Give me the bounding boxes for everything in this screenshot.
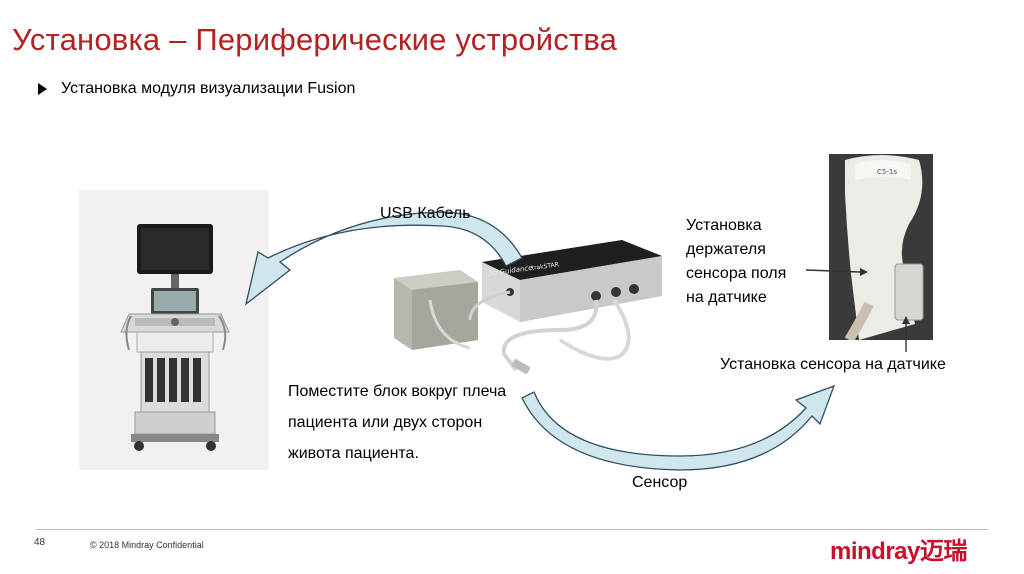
holder-install-label: Установка держателя сенсора поля на датч… [686,217,787,306]
bullet-item: Установка модуля визуализации Fusion [38,80,355,98]
curved-arrow-icon [244,211,523,306]
slide-title: Установка – Периферические устройства [12,22,618,57]
footer-divider [36,529,988,530]
ultrasound-system-image [79,190,269,470]
probe-with-sensor-image: C5-1s [829,154,933,340]
arrow-bullet-icon [38,83,47,95]
page-number: 48 [34,537,46,548]
field-generator-image [394,270,478,350]
pointer-arrow-icon [805,268,868,276]
usb-cable-label: USB Кабель [380,205,471,222]
device-model-text: trakSTAR [531,261,559,272]
copyright-text: © 2018 Mindray Confidential [90,540,204,550]
sensor-label: Сенсор [632,474,688,491]
pointer-arrow-icon [902,316,910,352]
curved-arrow-icon [521,384,836,471]
place-block-label: Поместите блок вокруг плеча пациента или… [288,383,507,462]
probe-model-text: C5-1s [877,168,897,176]
sensor-install-label: Установка сенсора на датчике [720,356,946,373]
bullet-text: Установка модуля визуализации Fusion [61,80,356,97]
mindray-logo: mindray迈瑞 [830,538,967,565]
